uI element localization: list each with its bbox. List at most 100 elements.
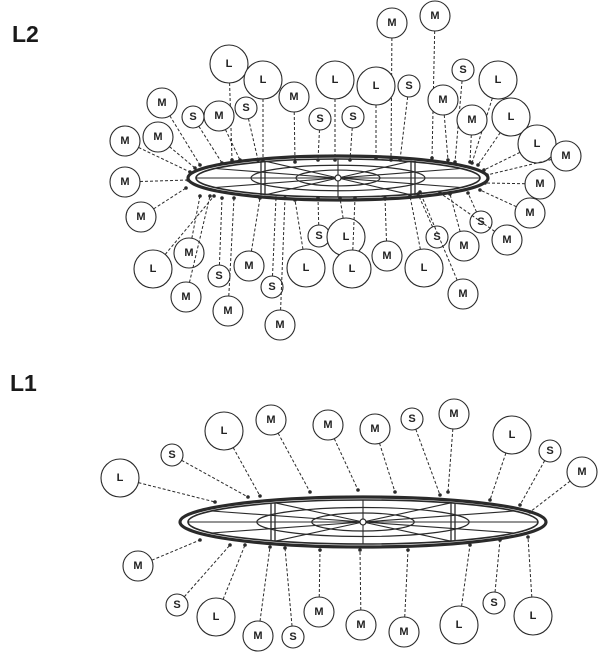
l1-cord	[318, 549, 321, 598]
l2-socket	[188, 170, 192, 174]
l2-socket	[448, 192, 452, 196]
l2-bulb-size-label: M	[214, 110, 223, 122]
l2-cord	[218, 197, 223, 266]
l2-bulb-m	[173, 237, 205, 269]
l2-spoke	[337, 177, 410, 195]
l2-socket	[483, 181, 487, 185]
l1-bulb-size-label: L	[117, 472, 124, 484]
l2-socket	[256, 158, 260, 162]
l2-bulb-size-label: L	[495, 74, 502, 86]
l1-cord	[519, 460, 546, 506]
l1-socket	[356, 488, 360, 492]
l1-socket	[258, 494, 262, 498]
l2-cord	[169, 146, 196, 169]
l1-cord	[489, 452, 507, 501]
l2-socket	[198, 163, 202, 167]
l1-bulb-m	[345, 609, 377, 641]
l1-cord	[277, 432, 311, 493]
l2-cord	[439, 192, 496, 232]
l2-cord	[139, 179, 189, 183]
l1-socket	[498, 538, 502, 542]
l2-bulb-s	[234, 96, 258, 120]
l1-bulb-size-label: L	[213, 611, 220, 623]
l2-socket	[316, 158, 320, 162]
l2-bulb-size-label: S	[242, 102, 249, 114]
l2-bulb-s	[308, 107, 332, 131]
l1-bulb-l	[196, 597, 236, 637]
l2-bulb-l	[478, 60, 518, 100]
l2-cord	[229, 82, 233, 161]
l2-cord	[317, 129, 320, 161]
l2-bulb-l	[332, 249, 372, 289]
l2-cord	[250, 197, 261, 252]
l2-socket	[430, 156, 434, 160]
l2-bulb-m	[514, 197, 546, 229]
l2-bulb-m	[456, 104, 488, 136]
l2-bulb-l	[356, 66, 396, 106]
l2-socket	[274, 196, 278, 200]
l1-cord	[447, 428, 454, 493]
l1-bulb-size-label: S	[546, 445, 553, 457]
l2-cord	[271, 197, 277, 277]
l2-bulb-s	[397, 74, 421, 98]
l1-bulb-l	[492, 415, 532, 455]
l2-socket	[482, 168, 486, 172]
l2-cord	[477, 132, 501, 166]
l2-bulb-size-label: S	[268, 281, 275, 293]
l1-socket	[268, 545, 272, 549]
l2-bulb-size-label: M	[458, 288, 467, 300]
l1-cord	[461, 544, 471, 607]
l2-bulb-size-label: S	[433, 231, 440, 243]
l2-bulb-size-label: L	[150, 263, 157, 275]
l1-cord	[379, 443, 396, 493]
l2-socket	[389, 158, 393, 162]
l2-socket	[453, 160, 457, 164]
l2-bulb-m	[419, 0, 451, 32]
l2-bulb-l	[209, 44, 249, 84]
l2-bulb-m	[203, 100, 235, 132]
l2-cord	[484, 182, 526, 185]
l2-bulb-size-label: L	[349, 263, 356, 275]
l1-bulb-size-label: M	[253, 630, 262, 642]
l1-bulb-l	[204, 411, 244, 451]
l1-cord	[404, 549, 409, 618]
l2-bulb-m	[170, 281, 202, 313]
l1-bulb-m	[566, 456, 598, 488]
l1-bulb-size-label: M	[399, 626, 408, 638]
l1-bulb-l	[513, 596, 553, 636]
l1-bulb-size-label: L	[456, 619, 463, 631]
l1-bulb-size-label: M	[314, 606, 323, 618]
l1-bulb-m	[438, 398, 470, 430]
l1-bulb-m	[312, 409, 344, 441]
l2-bulb-size-label: M	[136, 211, 145, 223]
l1-socket	[228, 543, 232, 547]
l2-cord	[280, 197, 286, 311]
l2-bulb-size-label: L	[303, 262, 310, 274]
l2-socket	[186, 178, 190, 182]
l2-bulb-l	[243, 60, 283, 100]
l2-cord	[467, 192, 477, 213]
l2-cord	[339, 197, 344, 219]
l2-socket	[283, 196, 287, 200]
l2-socket	[238, 158, 242, 162]
l2-bulb-size-label: M	[120, 135, 129, 147]
l2-bulb-s	[260, 275, 284, 299]
l1-cord	[151, 539, 201, 561]
l2-socket	[293, 160, 297, 164]
l2-cord	[449, 193, 461, 232]
l1-cord	[284, 547, 293, 627]
l1-bulb-size-label: M	[370, 423, 379, 435]
l2-spoke	[337, 161, 410, 179]
l2-cord	[469, 134, 472, 163]
l2-bulb-s	[341, 105, 365, 129]
l1-bulb-size-label: S	[490, 597, 497, 609]
l2-bulb-size-label: M	[184, 247, 193, 259]
l2-cord	[486, 159, 552, 176]
l1-cord	[529, 480, 571, 513]
l1-spoke	[362, 521, 515, 534]
l2-bulb-m	[371, 240, 403, 272]
l2-cord	[409, 195, 421, 250]
l2-socket	[230, 158, 234, 162]
l1-socket	[488, 498, 492, 502]
